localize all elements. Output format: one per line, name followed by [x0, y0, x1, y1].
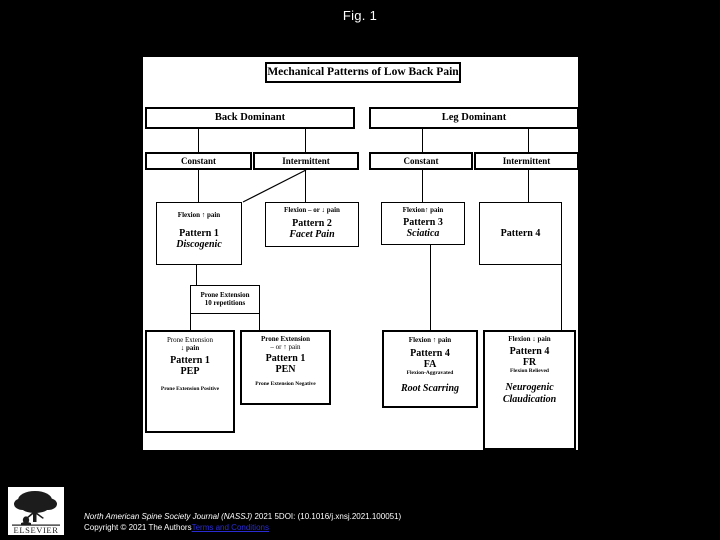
footer-line-2: Copyright © 2021 The AuthorsTerms and Co… [84, 522, 684, 533]
pep-condition-2: ↓ pain [180, 343, 200, 352]
footer-citation-detail: 2021 5DOI: (10.1016/j.xnsj.2021.100051) [252, 512, 402, 521]
node-back-intermittent-label: Intermittent [282, 155, 330, 166]
pep-expansion: Prone Extension Positive [160, 386, 220, 393]
node-fa: Flexion ↑ pain Pattern 4 FA Flexion-Aggr… [382, 330, 478, 408]
pep-condition-1: Prone Extension [166, 336, 214, 344]
pattern-2-condition: Flexion – or ↓ pain [284, 206, 340, 214]
node-pattern-3: Flexion↑ pain Pattern 3 Sciatica [381, 202, 465, 245]
figure-caption: Fig. 1 [342, 8, 378, 23]
pattern-1-subtitle: Discogenic [176, 239, 222, 251]
pep-code: PEP [180, 365, 200, 377]
pen-expansion: Prone Extension Negative [255, 381, 316, 388]
pep-title: Pattern 1 [170, 354, 210, 366]
pen-code: PEN [275, 363, 296, 375]
connector-pattern1-down [196, 265, 197, 285]
pen-condition-1: Prone Extension [260, 335, 311, 343]
fr-title: Pattern 4 [509, 345, 550, 357]
node-pattern-1: Flexion ↑ pain Pattern 1 Discogenic [156, 202, 242, 265]
fr-diagnosis-line-2: Claudication [502, 393, 557, 405]
pattern-1-condition: Flexion ↑ pain [177, 211, 221, 219]
node-fr: Flexion ↓ pain Pattern 4 FR Flexion Reli… [483, 330, 576, 450]
node-pep: Prone Extension ↓ pain Pattern 1 PEP Pro… [145, 330, 235, 433]
pen-condition-2: – or ↑ pain [270, 342, 301, 351]
fa-diagnosis: Root Scarring [400, 383, 460, 395]
svg-text:ELSEVIER: ELSEVIER [14, 525, 59, 535]
fa-condition: Flexion ↑ pain [408, 336, 452, 344]
node-leg-dominant-label: Leg Dominant [441, 112, 507, 124]
fr-expansion: Flexion Relieved [510, 368, 549, 375]
node-back-constant: Constant [145, 152, 252, 170]
test-line-1: Prone Extension [200, 290, 250, 299]
fa-code: FA [423, 359, 437, 371]
test-line-2: 10 repetitions [204, 298, 246, 307]
footer-journal: North American Spine Society Journal (NA… [84, 512, 253, 521]
elsevier-logo: ELSEVIER [8, 487, 64, 535]
connector-fr-down [561, 265, 562, 330]
connector-test-to-pen [259, 314, 260, 330]
node-back-dominant: Back Dominant [145, 107, 355, 129]
node-leg-intermittent: Intermittent [474, 152, 579, 170]
node-title: Mechanical Patterns of Low Back Pain [265, 62, 461, 83]
footer-copyright: Copyright © 2021 The Authors [84, 523, 192, 532]
pattern-3-condition: Flexion↑ pain [402, 206, 444, 214]
connector-bd-left [198, 129, 199, 152]
pattern-2-title: Pattern 2 [292, 217, 332, 229]
node-leg-constant-label: Constant [403, 155, 439, 166]
elsevier-tree-icon: ELSEVIER [8, 487, 64, 535]
node-title-label: Mechanical Patterns of Low Back Pain [267, 66, 459, 79]
connector-test-to-pep [190, 314, 191, 330]
connector-fa-down [430, 245, 431, 330]
connector-ld-left [422, 129, 423, 152]
fa-title: Pattern 4 [410, 347, 450, 359]
pen-title: Pattern 1 [265, 352, 306, 364]
node-pattern-4: Pattern 4 [479, 202, 562, 265]
footer-line-1: North American Spine Society Journal (NA… [84, 511, 684, 522]
pattern-1-title: Pattern 1 [179, 227, 219, 239]
terms-and-conditions-link[interactable]: Terms and Conditions [191, 523, 269, 532]
node-back-intermittent: Intermittent [253, 152, 359, 170]
connector-pattern4-up [528, 170, 529, 202]
connector-pattern3-up [422, 170, 423, 202]
fr-condition: Flexion ↓ pain [508, 335, 551, 343]
fr-code: FR [522, 357, 537, 369]
node-pen: Prone Extension – or ↑ pain Pattern 1 PE… [240, 330, 331, 405]
node-leg-constant: Constant [369, 152, 473, 170]
connector-back-constant-down [198, 170, 199, 202]
node-prone-extension-test: Prone Extension 10 repetitions [190, 285, 260, 314]
node-leg-intermittent-label: Intermittent [502, 155, 551, 166]
footer-citation: North American Spine Society Journal (NA… [84, 511, 684, 533]
connector-diagonal-intermittent-pattern1 [242, 169, 307, 203]
node-leg-dominant: Leg Dominant [369, 107, 579, 129]
pattern-3-title: Pattern 3 [403, 216, 443, 228]
connector-pattern2-up [305, 170, 306, 202]
fr-diagnosis-line-1: Neurogenic [505, 382, 554, 394]
pattern-4-title: Pattern 4 [500, 227, 541, 239]
fa-expansion: Flexion-Aggravated [406, 370, 454, 377]
node-pattern-2: Flexion – or ↓ pain Pattern 2 Facet Pain [265, 202, 359, 247]
pattern-3-subtitle: Sciatica [406, 228, 440, 240]
connector-ld-right [528, 129, 529, 152]
connector-bd-right [305, 129, 306, 152]
pattern-2-subtitle: Facet Pain [289, 229, 335, 241]
node-back-constant-label: Constant [180, 155, 216, 166]
figure-image-panel: Mechanical Patterns of Low Back Pain Bac… [143, 57, 581, 453]
node-back-dominant-label: Back Dominant [214, 112, 286, 124]
